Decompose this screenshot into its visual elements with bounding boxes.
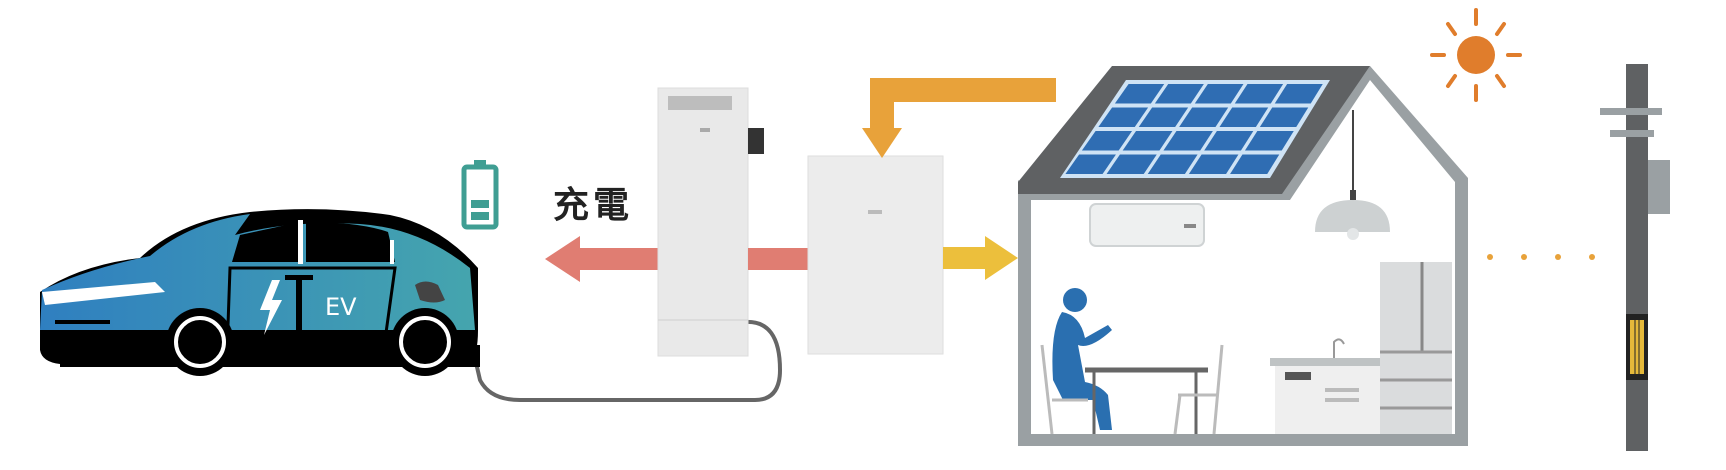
- solar-cell: [1259, 107, 1309, 127]
- solar-cell: [1204, 131, 1254, 151]
- solar-cell: [1122, 131, 1173, 151]
- supply-arrow-icon: [943, 236, 1018, 280]
- utility-pole-icon: [1600, 64, 1670, 451]
- house-icon: [1018, 66, 1468, 446]
- sun-icon: [1430, 8, 1522, 102]
- solar-cell: [1138, 107, 1189, 127]
- solar-cell: [1098, 107, 1149, 127]
- solar-cell: [1179, 107, 1229, 127]
- solar-cell: [1188, 154, 1239, 174]
- car-badge: EV: [325, 293, 357, 321]
- solar-cell: [1114, 84, 1165, 104]
- ev-car-icon: EV: [40, 209, 480, 376]
- solar-panel-icon: [1060, 80, 1330, 178]
- solar-cell: [1274, 84, 1323, 104]
- solar-cell: [1106, 154, 1157, 174]
- solar-cell: [1230, 154, 1280, 174]
- solar-cell: [1065, 154, 1116, 174]
- solar-cell: [1163, 131, 1213, 151]
- v2h-charger-icon: [657, 87, 764, 357]
- refrigerator-icon: [1380, 262, 1452, 434]
- connection-dots: [1487, 254, 1595, 260]
- solar-cell: [1244, 131, 1294, 151]
- solar-cell: [1234, 84, 1284, 104]
- dining-table-icon: [1085, 367, 1208, 434]
- charging-label: 充電: [553, 185, 634, 226]
- solar-cell: [1219, 107, 1269, 127]
- kitchen-icon: [1270, 338, 1380, 434]
- solar-arrow-icon: [862, 78, 1056, 158]
- battery-icon: [461, 160, 499, 230]
- person-icon: [1052, 288, 1112, 430]
- charge-arrow-tail: [748, 248, 810, 270]
- solar-cell: [1081, 131, 1133, 151]
- solar-cell: [1194, 84, 1244, 104]
- air-conditioner-icon: [1089, 203, 1205, 247]
- solar-cell: [1147, 154, 1198, 174]
- solar-cell: [1154, 84, 1204, 104]
- storage-battery-icon: [807, 155, 944, 355]
- chair-icon: [1040, 344, 1224, 435]
- pendant-lamp-icon: [1315, 110, 1390, 240]
